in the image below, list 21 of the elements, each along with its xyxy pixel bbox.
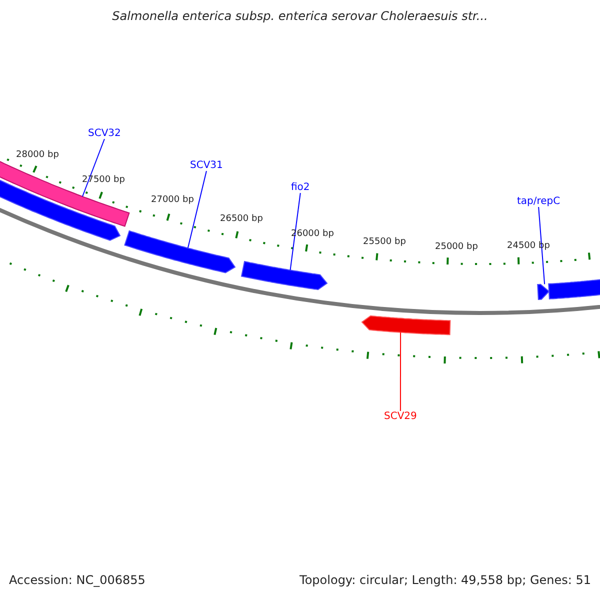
tick-label: 26500 bp [220, 215, 263, 225]
leader-line [290, 192, 301, 271]
gene-label: SCV32 [88, 128, 121, 139]
tick-label: 27000 bp [151, 196, 194, 206]
gene-arrow [361, 315, 451, 336]
accession-text: Accession: NC_006855 [9, 574, 146, 588]
tick-label: 25500 bp [363, 238, 406, 248]
leader-line [187, 170, 207, 249]
gene-arrow [537, 284, 550, 300]
gene-arrow [124, 230, 236, 274]
gene-label: SCV31 [190, 160, 223, 171]
gene-label: tap/repC [517, 196, 560, 207]
tick-label: 25000 bp [435, 243, 478, 253]
tick-label: 28000 bp [16, 151, 59, 161]
summary-text: Topology: circular; Length: 49,558 bp; Genes: 51 [300, 574, 591, 588]
gene-label: SCV29 [384, 411, 417, 422]
gene-label: fio2 [291, 182, 310, 193]
gene-arrow [548, 276, 600, 300]
gene-arrow [240, 260, 328, 290]
leader-line [400, 332, 402, 412]
title: Salmonella enterica subsp. enterica serovar Choleraesuis str... [111, 10, 489, 24]
